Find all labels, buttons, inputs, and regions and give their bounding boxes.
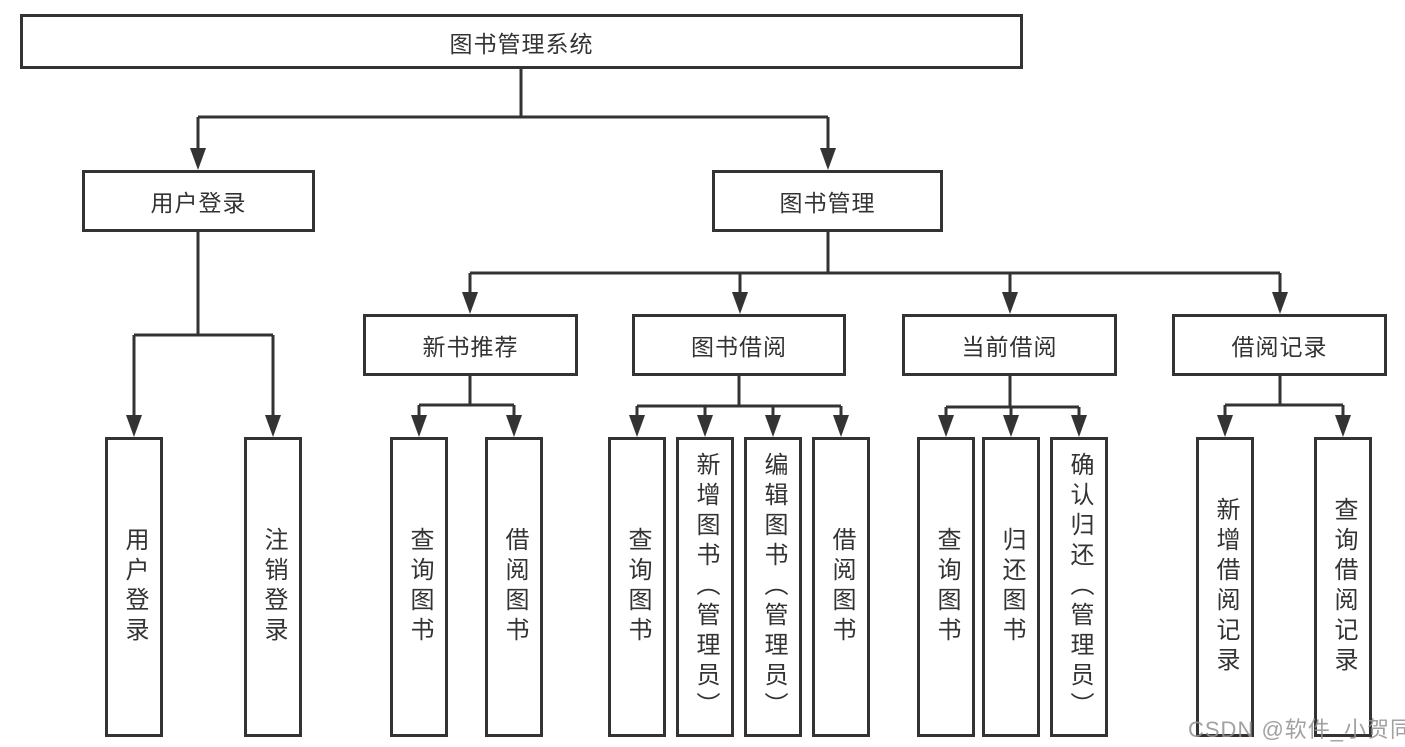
leaf-query-book-2: 查询图书 xyxy=(608,437,666,737)
node-current-borrow: 当前借阅 xyxy=(902,314,1117,376)
connector-newbook-children xyxy=(417,376,516,419)
leaf-return-book: 归还图书 xyxy=(982,437,1040,737)
node-system-root: 图书管理系统 xyxy=(20,14,1023,69)
node-book-management: 图书管理 xyxy=(712,170,943,232)
leaf-logout: 注销登录 xyxy=(244,437,302,737)
leaf-add-borrow-record: 新增借阅记录 xyxy=(1196,437,1254,737)
node-new-book-recommend: 新书推荐 xyxy=(363,314,578,376)
leaf-query-borrow-record: 查询借阅记录 xyxy=(1314,437,1372,737)
leaf-user-login: 用户登录 xyxy=(105,437,163,737)
leaf-query-book-1: 查询图书 xyxy=(390,437,448,737)
leaf-borrow-book-1: 借阅图书 xyxy=(485,437,543,737)
csdn-watermark: CSDN @软件_小贺同学 xyxy=(1188,717,1405,742)
connector-root-to-level2 xyxy=(196,69,830,152)
leaf-confirm-return-admin: 确认归还（管理员） xyxy=(1050,437,1108,737)
leaf-edit-book-admin: 编辑图书（管理员） xyxy=(744,437,802,737)
node-user-login: 用户登录 xyxy=(82,170,315,232)
node-borrow-record: 借阅记录 xyxy=(1172,314,1387,376)
leaf-query-book-3: 查询图书 xyxy=(917,437,975,737)
connector-borrow-children xyxy=(635,376,843,419)
connector-record-children xyxy=(1223,376,1345,419)
leaf-add-book-admin: 新增图书（管理员） xyxy=(676,437,734,737)
arrowheads xyxy=(126,148,1351,437)
connector-login-children xyxy=(132,232,275,419)
connector-current-children xyxy=(944,376,1081,419)
leaf-borrow-book-2: 借阅图书 xyxy=(812,437,870,737)
connector-mgmt-to-level3 xyxy=(468,232,1282,296)
node-book-borrow: 图书借阅 xyxy=(632,314,846,376)
